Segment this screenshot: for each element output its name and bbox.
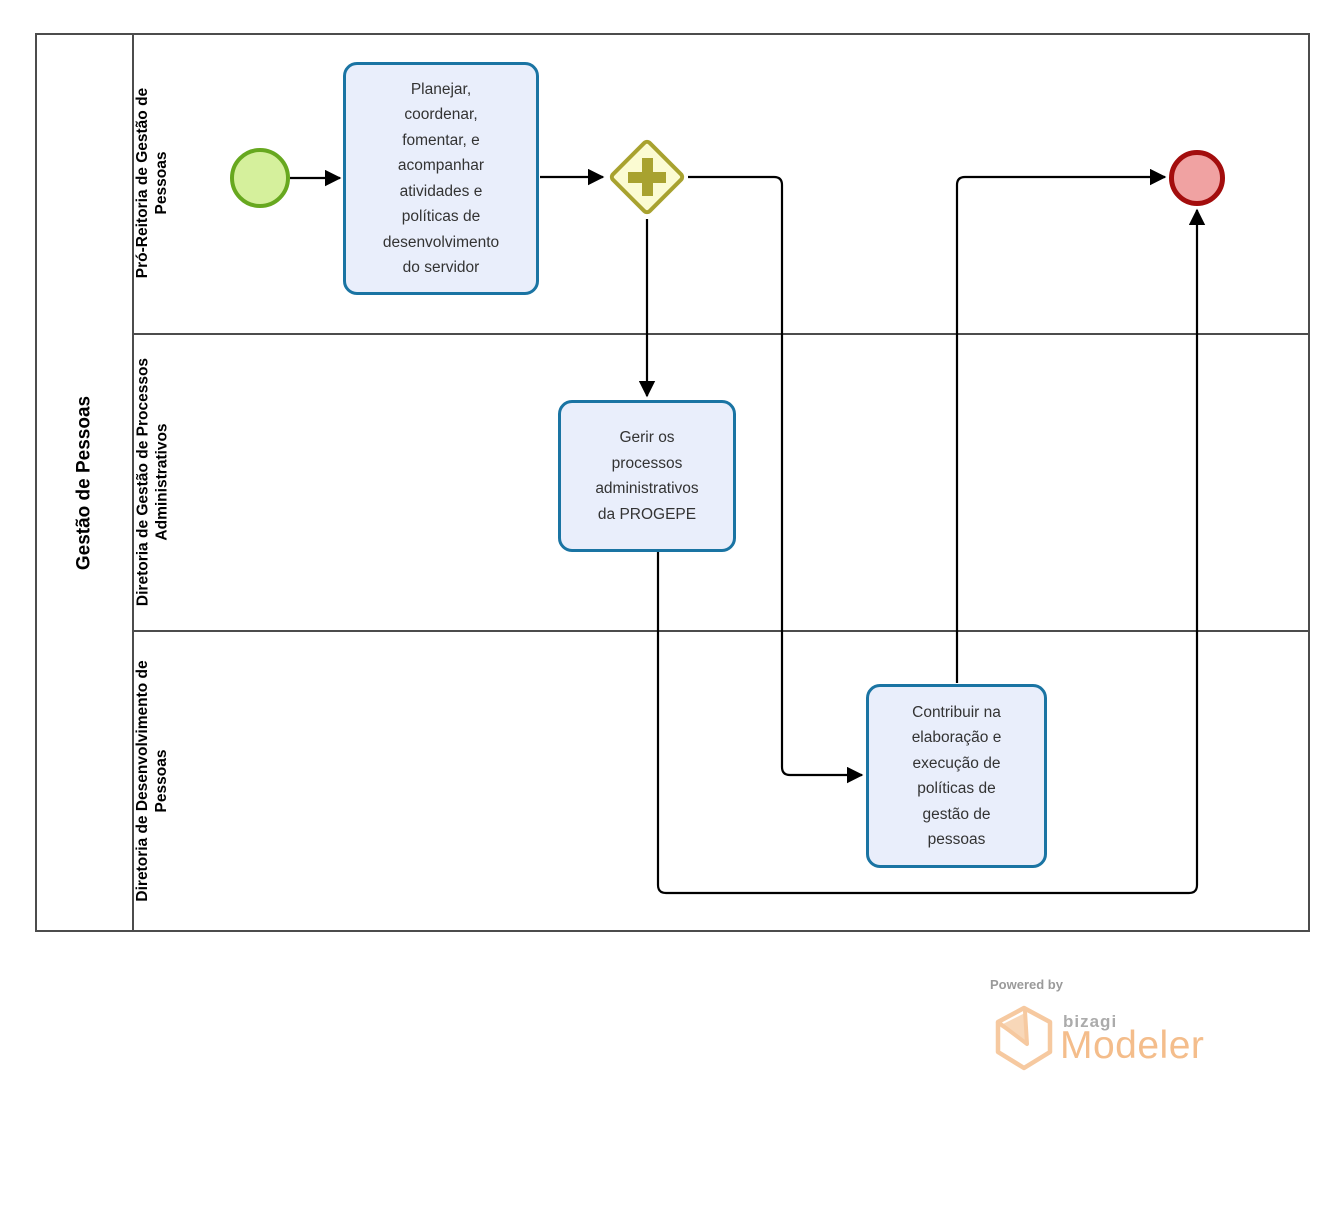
bizagi-brand-text: bizagi xyxy=(1063,1012,1118,1031)
task-gerir-processos[interactable]: Gerir os processos administrativos da PR… xyxy=(558,400,736,552)
lane-label-diretoria-processos: Diretoria de Gestão de Processos Adminis… xyxy=(134,357,171,607)
lane-divider-1 xyxy=(134,333,1310,335)
task-planejar-coordenar[interactable]: Planejar, coordenar, fomentar, e acompan… xyxy=(343,62,539,295)
pool-title: Gestão de Pessoas xyxy=(66,34,104,933)
parallel-gateway[interactable] xyxy=(607,137,687,217)
pool-label-column xyxy=(35,33,134,932)
task-contribuir-politicas[interactable]: Contribuir na elaboração e execução de p… xyxy=(866,684,1047,868)
lane-label-diretoria-desenvolvimento: Diretoria de Desenvolvimento de Pessoas xyxy=(134,660,170,902)
lane-divider-2 xyxy=(134,630,1310,632)
task-label: Contribuir na elaboração e execução de p… xyxy=(911,703,1002,849)
start-event[interactable] xyxy=(230,148,290,208)
end-event[interactable] xyxy=(1169,150,1225,206)
powered-by-text: Powered by xyxy=(990,977,1063,992)
plus-icon xyxy=(641,158,653,196)
task-label: Planejar, coordenar, fomentar, e acompan… xyxy=(382,80,500,277)
modeler-product-text: Modeler xyxy=(1060,1024,1205,1067)
pool-title-text: Gestão de Pessoas xyxy=(73,395,95,571)
task-label: Gerir os processos administrativos da PR… xyxy=(595,429,699,523)
lane-label-pro-reitoria: Pró-Reitoria de Gestão de Pessoas xyxy=(134,87,170,279)
bizagi-logo-icon xyxy=(995,1005,1053,1071)
